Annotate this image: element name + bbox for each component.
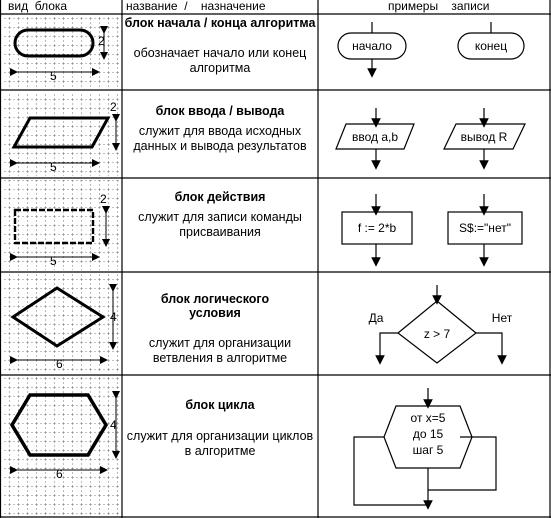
process-block-description: служит для записи команды присваивания (138, 210, 302, 239)
row5-height-label: 4 (110, 418, 117, 432)
decision-block-shape (10, 284, 117, 364)
io-block-title: блок ввода / вывода (155, 104, 285, 118)
decision-block-description: служит для организации ветвления в алгор… (148, 336, 292, 365)
loop-block-title: блок цикла (185, 398, 255, 412)
example-start (337, 22, 407, 78)
example-decision (375, 285, 507, 365)
row2-width-label: 5 (50, 160, 57, 174)
io-block-description: служит для ввода исходных данных и вывод… (133, 124, 307, 153)
terminal-block-title: блок начала / конца алгоритма (124, 16, 316, 30)
example-start-label: начало (352, 39, 392, 53)
example-end (457, 22, 525, 60)
header-name-purpose: название / назначение (126, 0, 266, 13)
decision-yes-label: Да (369, 311, 384, 325)
row4-width-label: 6 (56, 357, 63, 371)
terminal-block-description: обозначает начало или конец алгоритма (133, 46, 307, 75)
row5-width-label: 6 (56, 467, 63, 481)
loop-to-label: до 15 (413, 427, 444, 441)
example-output-label: вывод R (461, 130, 508, 144)
row1-width-label: 5 (50, 69, 57, 83)
example-input (335, 108, 415, 170)
example-end-label: конец (475, 39, 507, 53)
loop-block-description: служит для организации циклов в алгоритм… (126, 429, 314, 458)
loop-step-label: шаг 5 (413, 443, 444, 457)
example-decision-label: z > 7 (424, 327, 451, 341)
grid-row-5 (2, 377, 120, 515)
process-block-title: блок действия (174, 190, 266, 204)
example-process-2-label: S$:="нет" (459, 221, 511, 235)
example-process-1-label: f := 2*b (358, 221, 397, 235)
decision-block-title: блок логического условия (160, 292, 270, 320)
process-block-shape (10, 206, 110, 261)
row3-height-label: 2 (100, 192, 107, 206)
example-process-1 (341, 194, 413, 267)
io-block-shape (10, 114, 120, 167)
row3-width-label: 5 (50, 254, 57, 268)
row2-height-label: 2 (110, 100, 117, 114)
loop-from-label: от x=5 (411, 411, 446, 425)
example-output (443, 108, 526, 170)
table-header: вид блока название / назначение примеры … (0, 0, 551, 14)
loop-block-shape (9, 391, 120, 474)
header-examples: примеры записи (388, 0, 490, 13)
row1-height-label: 2 (98, 34, 105, 48)
row4-height-label: 4 (110, 310, 117, 324)
dimension-labels: 5 2 5 2 5 2 6 4 6 4 (50, 34, 117, 481)
example-input-label: ввод a,b (352, 130, 398, 144)
example-process-2 (447, 194, 523, 267)
header-block-view: вид блока (8, 0, 68, 13)
decision-no-label: Нет (492, 311, 513, 325)
terminal-block-shape (10, 26, 108, 76)
example-loop (353, 388, 497, 510)
